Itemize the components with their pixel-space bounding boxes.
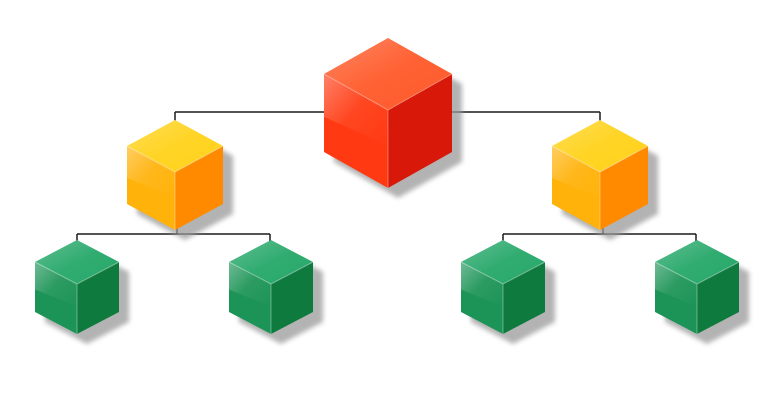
- cube-gloss-top: [127, 120, 223, 172]
- cube-right-face: [77, 262, 119, 334]
- cube-edges: [34, 261, 120, 334]
- cube-root: [323, 38, 462, 198]
- cube-gloss-left: [324, 74, 388, 146]
- cube-gloss-left: [229, 262, 271, 307]
- cube-leaf-1: [34, 240, 129, 344]
- cube-gloss-left: [35, 262, 77, 307]
- cube-edges: [228, 261, 314, 334]
- cube-gloss-top: [552, 120, 648, 172]
- cube-right-face: [697, 262, 739, 334]
- connectors: [76, 111, 697, 244]
- cube-gloss-left: [655, 262, 697, 307]
- cube-gloss-left: [127, 146, 175, 199]
- cube-gloss-top: [324, 38, 452, 110]
- cube-right-face: [388, 74, 452, 188]
- cube-mid-right: [551, 120, 658, 240]
- cube-edges: [126, 145, 224, 230]
- cube-edges: [323, 73, 453, 188]
- cube-gloss-left: [552, 146, 600, 199]
- cube-right-face: [600, 146, 648, 230]
- cube-layer: [34, 38, 749, 344]
- cube-gloss-top: [461, 240, 545, 284]
- cube-leaf-2: [228, 240, 323, 344]
- cube-edges: [551, 145, 649, 230]
- cube-right-face: [175, 146, 223, 230]
- cube-right-face: [503, 262, 545, 334]
- cube-gloss-top: [229, 240, 313, 284]
- cube-right-face: [271, 262, 313, 334]
- cube-gloss-top: [35, 240, 119, 284]
- cube-mid-left: [126, 120, 233, 240]
- cube-gloss-left: [461, 262, 503, 307]
- cube-edges: [460, 261, 546, 334]
- cube-leaf-4: [654, 240, 749, 344]
- cube-leaf-3: [460, 240, 555, 344]
- cube-gloss-top: [655, 240, 739, 284]
- cube-edges: [654, 261, 740, 334]
